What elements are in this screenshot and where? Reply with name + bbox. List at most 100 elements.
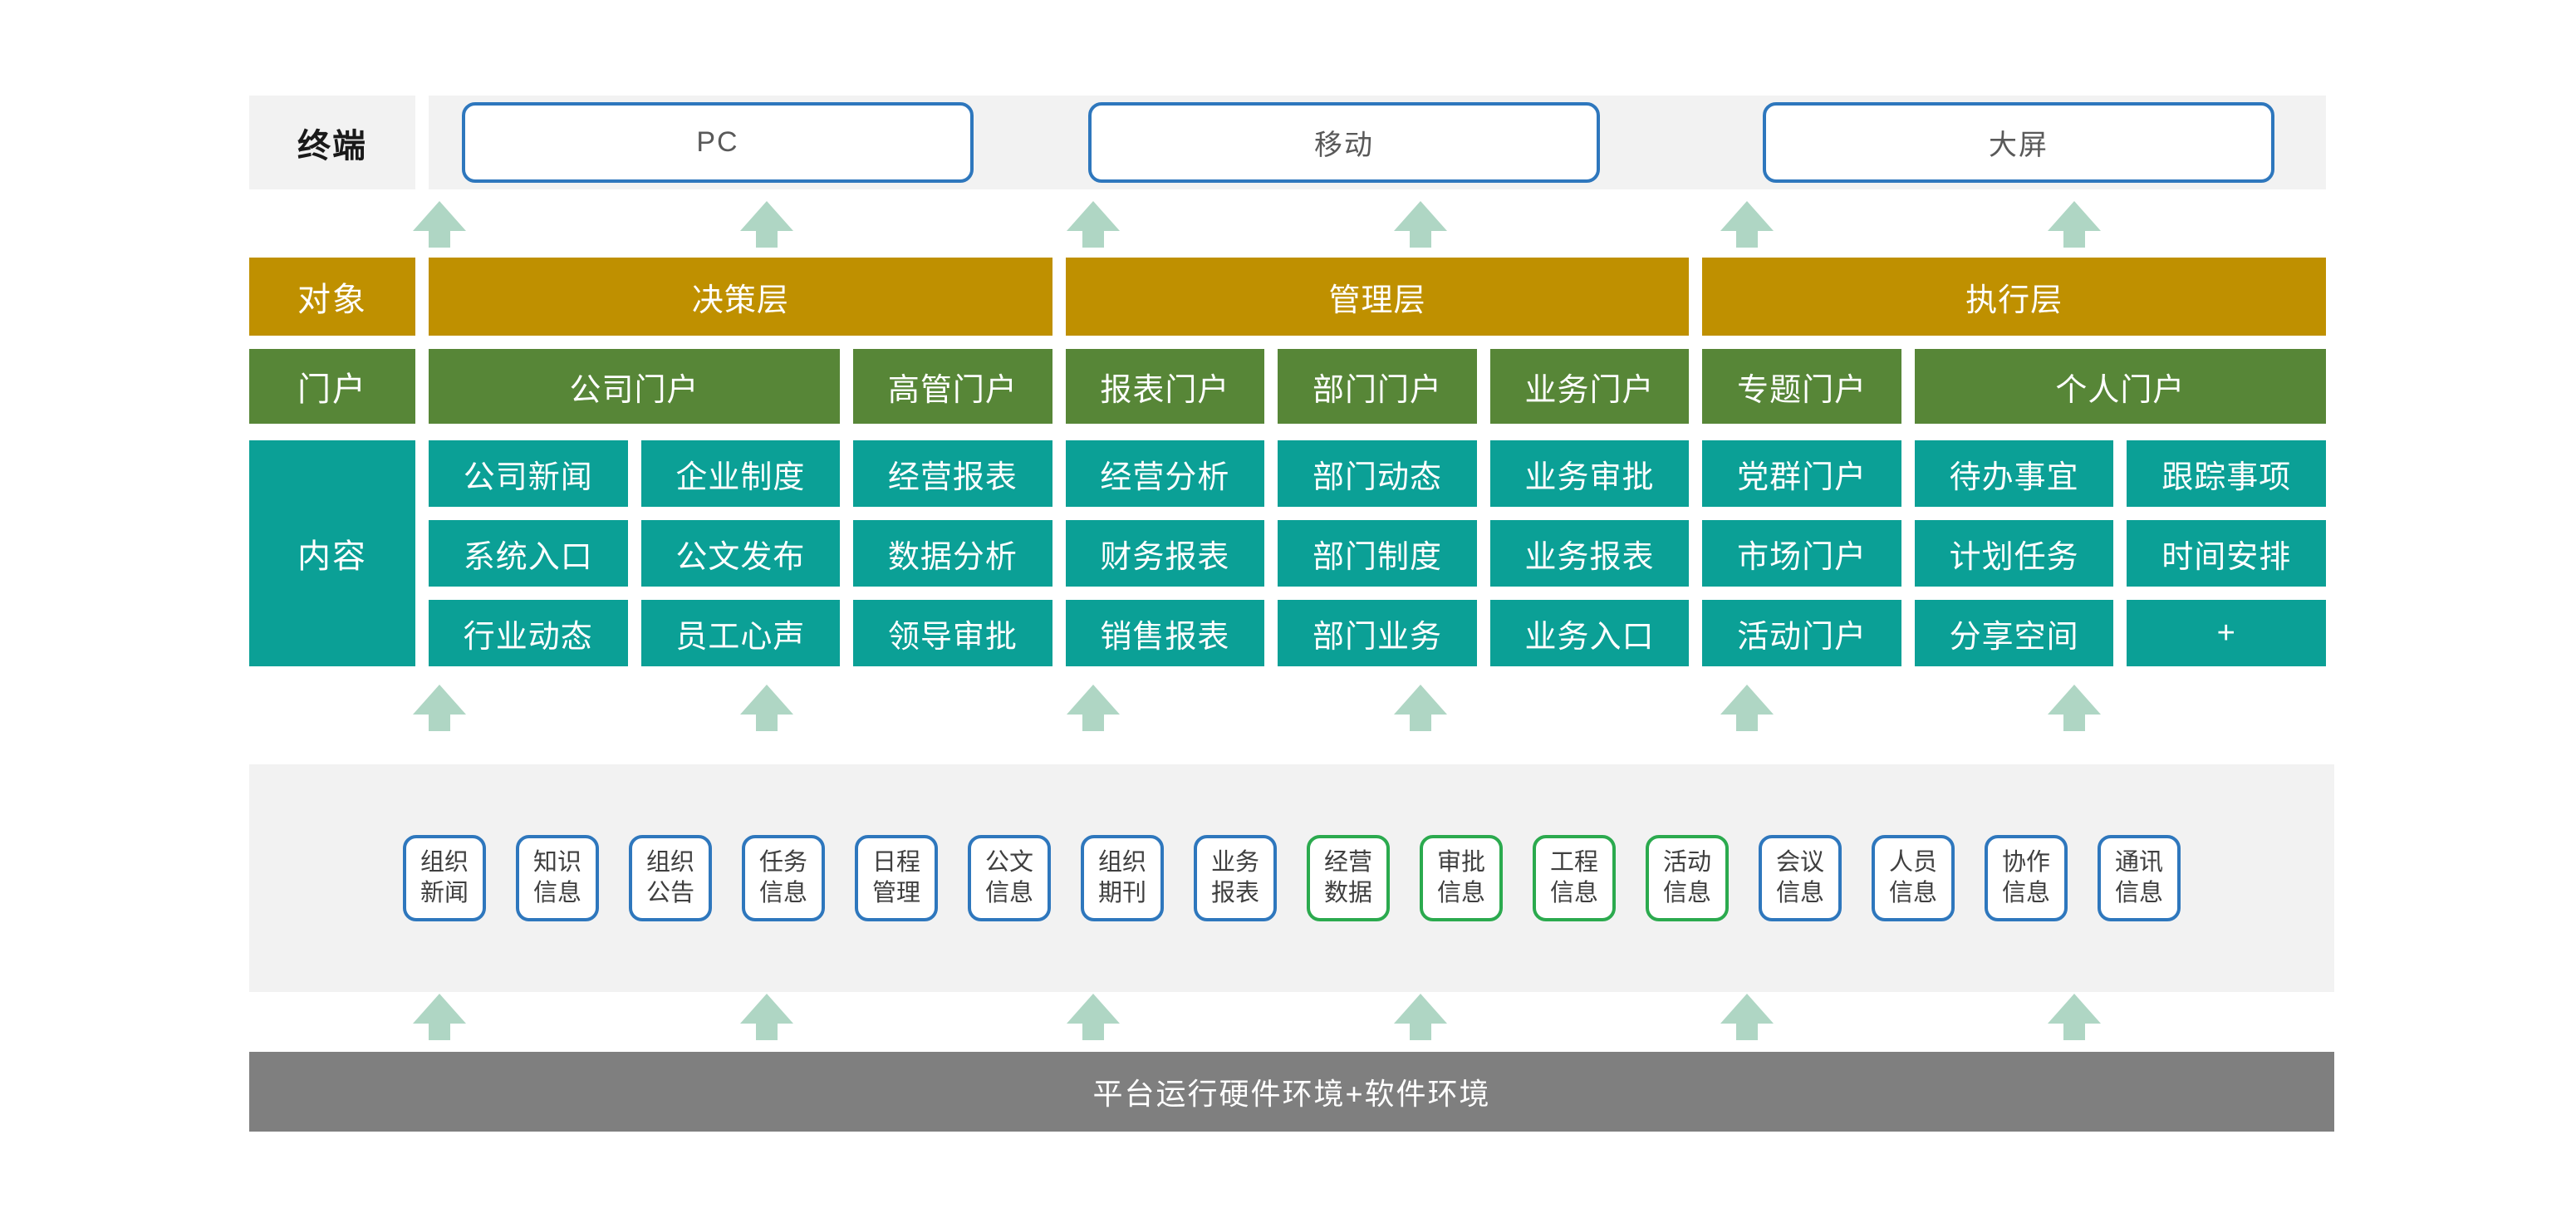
info-box: 知识信息 xyxy=(516,835,599,921)
info-box: 人员信息 xyxy=(1872,835,1955,921)
content-cell: 公文发布 xyxy=(640,520,841,587)
content-cell: 待办事宜 xyxy=(1914,440,2114,507)
terminal-bigscreen-box: 大屏 xyxy=(1763,102,2274,183)
up-arrow-icon xyxy=(1720,685,1774,733)
content-cell: 活动门户 xyxy=(1702,600,1901,666)
info-box-label: 任务信息 xyxy=(759,848,808,906)
up-arrow-icon xyxy=(413,685,466,733)
info-box: 审批信息 xyxy=(1420,835,1503,921)
info-box: 组织新闻 xyxy=(403,835,486,921)
portal-cell-department: 部门门户 xyxy=(1278,349,1477,424)
content-cell: 业务报表 xyxy=(1489,520,1690,587)
portal-cell-company: 公司门户 xyxy=(429,349,841,424)
content-cell: 业务入口 xyxy=(1489,600,1690,666)
audience-row: 决策层 管理层 执行层 xyxy=(429,258,2326,336)
info-box: 工程信息 xyxy=(1533,835,1616,921)
content-cell: 销售报表 xyxy=(1065,600,1265,666)
info-box-label: 活动信息 xyxy=(1663,848,1712,906)
portal-cell-topic: 专题门户 xyxy=(1702,349,1901,424)
up-arrow-icon xyxy=(1720,201,1774,249)
info-box: 经营数据 xyxy=(1307,835,1390,921)
terminal-row-label: 终端 xyxy=(249,96,415,189)
up-arrow-icon xyxy=(2047,685,2101,733)
content-cell: 跟踪事项 xyxy=(2127,440,2326,507)
content-cell: 数据分析 xyxy=(853,520,1052,587)
platform-environment-bar: 平台运行硬件环境+软件环境 xyxy=(249,1052,2334,1132)
content-cell: 财务报表 xyxy=(1065,520,1265,587)
audience-row-label: 对象 xyxy=(249,258,415,336)
info-box-label: 经营数据 xyxy=(1324,848,1373,906)
arrow-band-middle xyxy=(413,685,2101,733)
up-arrow-icon xyxy=(739,994,793,1042)
portal-cell-executive: 高管门户 xyxy=(853,349,1052,424)
info-box: 公文信息 xyxy=(968,835,1051,921)
info-box-label: 组织新闻 xyxy=(420,848,469,906)
up-arrow-icon xyxy=(413,201,466,249)
content-cell: 计划任务 xyxy=(1914,520,2114,587)
content-cell: 业务审批 xyxy=(1489,440,1690,507)
up-arrow-icon xyxy=(1067,201,1121,249)
up-arrow-icon xyxy=(1067,994,1121,1042)
info-box: 协作信息 xyxy=(1985,835,2068,921)
content-cell-add: + xyxy=(2127,600,2326,666)
info-box-label: 协作信息 xyxy=(2002,848,2051,906)
terminal-pc-box: PC xyxy=(462,102,974,183)
content-row-label: 内容 xyxy=(249,440,415,666)
info-box: 业务报表 xyxy=(1194,835,1277,921)
portal-row: 公司门户 高管门户 报表门户 部门门户 业务门户 专题门户 个人门户 xyxy=(429,349,2326,424)
content-cell: 员工心声 xyxy=(640,600,841,666)
up-arrow-icon xyxy=(1393,685,1447,733)
content-cell: 行业动态 xyxy=(429,600,628,666)
content-grid: 公司新闻 企业制度 经营报表 经营分析 部门动态 业务审批 党群门户 待办事宜 … xyxy=(429,440,2326,666)
up-arrow-icon xyxy=(1393,201,1447,249)
info-box-label: 人员信息 xyxy=(1889,848,1938,906)
info-box-label: 日程管理 xyxy=(872,848,921,906)
info-sources-section: 组织新闻 知识信息 组织公告 任务信息 日程管理 公文信息 组织期刊 业务报表 … xyxy=(249,764,2334,992)
up-arrow-icon xyxy=(1067,685,1121,733)
content-cell: 部门动态 xyxy=(1278,440,1477,507)
info-box: 通讯信息 xyxy=(2098,835,2181,921)
up-arrow-icon xyxy=(2047,994,2101,1042)
info-box: 组织公告 xyxy=(629,835,712,921)
up-arrow-icon xyxy=(739,685,793,733)
info-box-label: 通讯信息 xyxy=(2115,848,2164,906)
content-cell: 市场门户 xyxy=(1702,520,1901,587)
content-cell: 经营分析 xyxy=(1065,440,1265,507)
content-cell: 时间安排 xyxy=(2127,520,2326,587)
arrow-band-bottom xyxy=(413,994,2101,1042)
content-cell: 企业制度 xyxy=(640,440,841,507)
info-box: 组织期刊 xyxy=(1081,835,1164,921)
portal-cell-business: 业务门户 xyxy=(1489,349,1690,424)
up-arrow-icon xyxy=(2047,201,2101,249)
info-box: 活动信息 xyxy=(1646,835,1729,921)
up-arrow-icon xyxy=(413,994,466,1042)
audience-layer-execution: 执行层 xyxy=(1702,258,2326,336)
arrow-band-top xyxy=(413,201,2101,249)
audience-layer-management: 管理层 xyxy=(1065,258,1690,336)
info-box-label: 会议信息 xyxy=(1776,848,1825,906)
up-arrow-icon xyxy=(1720,994,1774,1042)
content-cell: 部门业务 xyxy=(1278,600,1477,666)
info-box-label: 知识信息 xyxy=(533,848,582,906)
content-cell: 部门制度 xyxy=(1278,520,1477,587)
info-box-label: 公文信息 xyxy=(985,848,1034,906)
portal-cell-report: 报表门户 xyxy=(1065,349,1265,424)
content-cell: 公司新闻 xyxy=(429,440,628,507)
content-cell: 经营报表 xyxy=(853,440,1052,507)
info-box-label: 审批信息 xyxy=(1437,848,1486,906)
info-box-label: 工程信息 xyxy=(1550,848,1599,906)
up-arrow-icon xyxy=(739,201,793,249)
portal-row-label: 门户 xyxy=(249,349,415,424)
content-cell: 党群门户 xyxy=(1702,440,1901,507)
audience-layer-decision: 决策层 xyxy=(429,258,1052,336)
info-box: 日程管理 xyxy=(855,835,938,921)
up-arrow-icon xyxy=(1393,994,1447,1042)
info-box: 任务信息 xyxy=(742,835,825,921)
content-cell: 系统入口 xyxy=(429,520,628,587)
content-cell: 领导审批 xyxy=(853,600,1052,666)
info-box-label: 组织期刊 xyxy=(1098,848,1147,906)
terminal-strip: PC 移动 大屏 xyxy=(429,96,2326,189)
terminal-mobile-box: 移动 xyxy=(1088,102,1600,183)
info-box-label: 业务报表 xyxy=(1211,848,1260,906)
